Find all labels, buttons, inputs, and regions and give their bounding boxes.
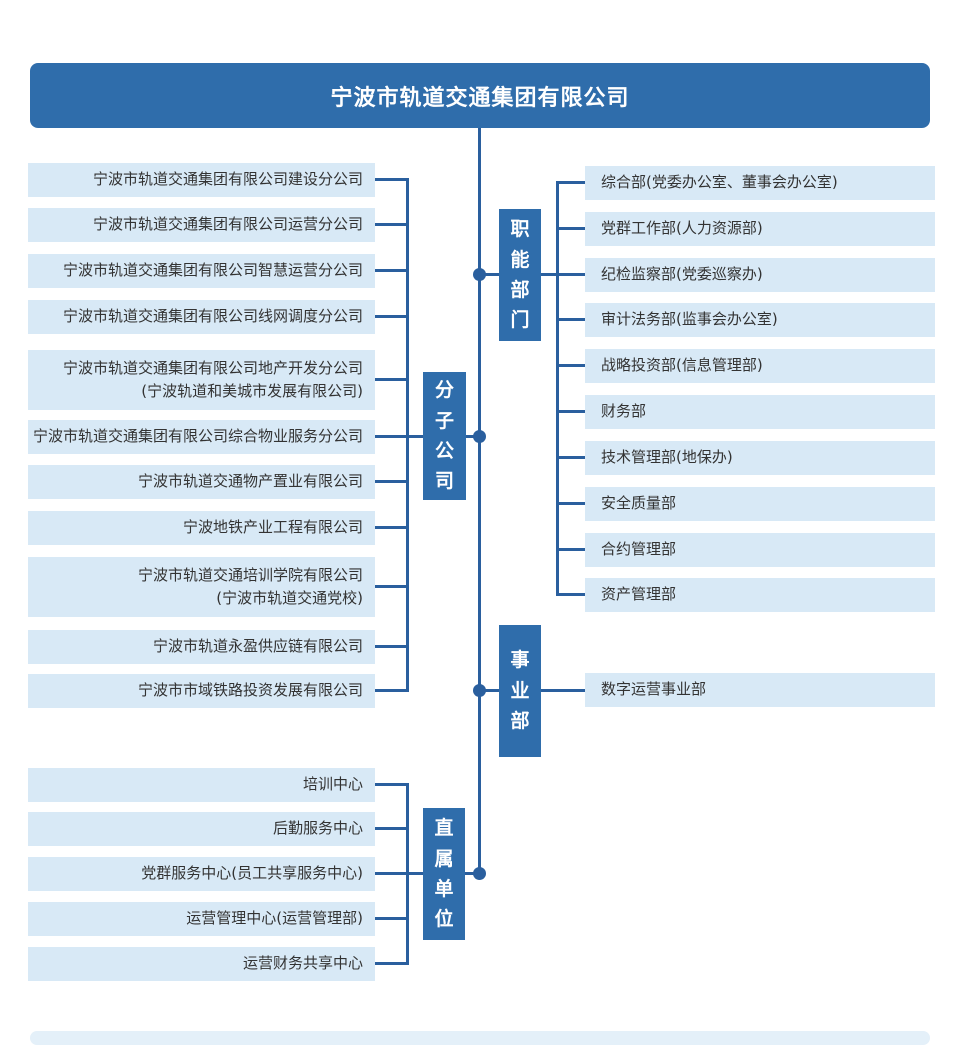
subsidiary-node: 宁波市轨道交通集团有限公司智慧运营分公司 bbox=[28, 254, 375, 288]
connector-stub bbox=[375, 378, 406, 381]
subsidiary-node: 宁波市轨道交通集团有限公司建设分公司 bbox=[28, 163, 375, 197]
junction-dot bbox=[473, 430, 486, 443]
connector-stub bbox=[556, 181, 585, 184]
connector-stub bbox=[375, 689, 406, 692]
connector-stub bbox=[375, 269, 406, 272]
connector-stub bbox=[556, 364, 585, 367]
connector-stub bbox=[375, 827, 406, 830]
branch-box-direct-units: 直 属 单 位 bbox=[423, 808, 465, 940]
branch-box-divisions: 事 业 部 bbox=[499, 625, 541, 757]
department-node: 财务部 bbox=[585, 395, 935, 429]
connector-stub bbox=[556, 273, 585, 276]
direct-unit-node: 后勤服务中心 bbox=[28, 812, 375, 846]
branch-box-subsidiaries: 分 子 公 司 bbox=[423, 372, 466, 500]
subsidiary-node: 宁波市轨道交通物产置业有限公司 bbox=[28, 465, 375, 499]
department-node: 党群工作部(人力资源部) bbox=[585, 212, 935, 246]
footer-bar bbox=[30, 1031, 930, 1045]
connector-stub bbox=[375, 645, 406, 648]
root-company-box: 宁波市轨道交通集团有限公司 bbox=[30, 63, 930, 128]
connector-stub bbox=[375, 480, 406, 483]
junction-dot bbox=[473, 684, 486, 697]
connector-stub bbox=[375, 962, 406, 965]
connector-stub bbox=[375, 315, 406, 318]
connector-stub bbox=[375, 223, 406, 226]
department-node: 综合部(党委办公室、董事会办公室) bbox=[585, 166, 935, 200]
department-node: 安全质量部 bbox=[585, 487, 935, 521]
subsidiary-node: 宁波市轨道交通培训学院有限公司 (宁波市轨道交通党校) bbox=[28, 557, 375, 617]
connector-trunk bbox=[478, 128, 481, 874]
department-node: 审计法务部(监事会办公室) bbox=[585, 303, 935, 337]
connector-stub bbox=[556, 548, 585, 551]
direct-unit-node: 运营财务共享中心 bbox=[28, 947, 375, 981]
connector-stub bbox=[556, 593, 585, 596]
connector-stub bbox=[375, 585, 406, 588]
subsidiary-node: 宁波市市域铁路投资发展有限公司 bbox=[28, 674, 375, 708]
junction-dot bbox=[473, 268, 486, 281]
direct-unit-node: 党群服务中心(员工共享服务中心) bbox=[28, 857, 375, 891]
subsidiary-node: 宁波市轨道永盈供应链有限公司 bbox=[28, 630, 375, 664]
connector-stub bbox=[556, 456, 585, 459]
connector-subsidiaries-rail bbox=[406, 178, 409, 692]
subsidiary-node: 宁波市轨道交通集团有限公司线网调度分公司 bbox=[28, 300, 375, 334]
connector-stub bbox=[375, 783, 406, 786]
subsidiary-node: 宁波地铁产业工程有限公司 bbox=[28, 511, 375, 545]
department-node: 战略投资部(信息管理部) bbox=[585, 349, 935, 383]
department-node: 合约管理部 bbox=[585, 533, 935, 567]
connector-direct-units-rail bbox=[406, 783, 409, 965]
direct-unit-node: 培训中心 bbox=[28, 768, 375, 802]
connector-stub bbox=[556, 227, 585, 230]
department-node: 纪检监察部(党委巡察办) bbox=[585, 258, 935, 292]
subsidiary-node: 宁波市轨道交通集团有限公司综合物业服务分公司 bbox=[28, 420, 375, 454]
department-node: 资产管理部 bbox=[585, 578, 935, 612]
connector-stub bbox=[556, 318, 585, 321]
connector-stub bbox=[375, 917, 406, 920]
connector-departments-rail bbox=[556, 181, 559, 596]
direct-unit-node: 运营管理中心(运营管理部) bbox=[28, 902, 375, 936]
branch-box-departments: 职 能 部 门 bbox=[499, 209, 541, 341]
connector-stub bbox=[556, 502, 585, 505]
connector-stub bbox=[556, 410, 585, 413]
subsidiary-node: 宁波市轨道交通集团有限公司地产开发分公司 (宁波轨道和美城市发展有限公司) bbox=[28, 350, 375, 410]
subsidiary-node: 宁波市轨道交通集团有限公司运营分公司 bbox=[28, 208, 375, 242]
connector-stub bbox=[375, 178, 406, 181]
division-node: 数字运营事业部 bbox=[585, 673, 935, 707]
department-node: 技术管理部(地保办) bbox=[585, 441, 935, 475]
junction-dot bbox=[473, 867, 486, 880]
connector-stub bbox=[375, 526, 406, 529]
root-company-title: 宁波市轨道交通集团有限公司 bbox=[330, 85, 630, 111]
